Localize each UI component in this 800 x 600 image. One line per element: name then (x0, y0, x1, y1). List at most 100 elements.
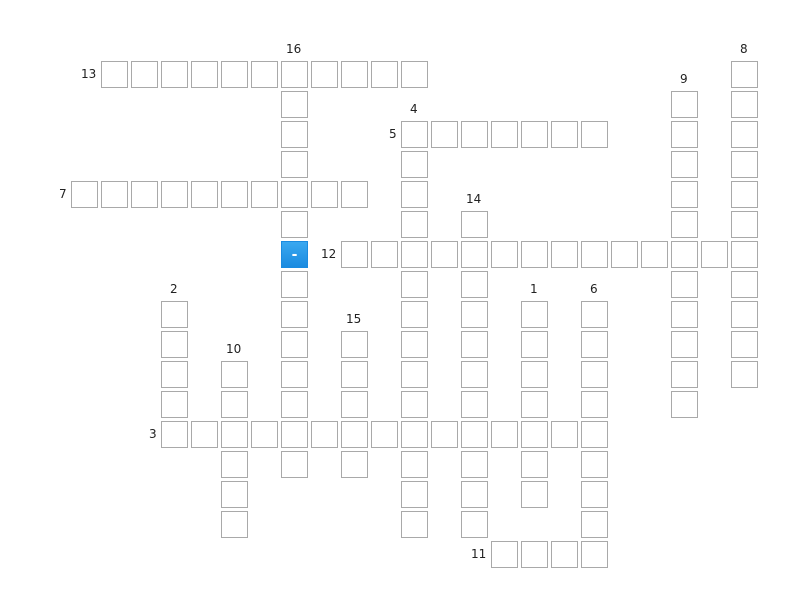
crossword-cell[interactable] (491, 421, 518, 448)
crossword-cell[interactable] (431, 121, 458, 148)
crossword-cell[interactable] (731, 151, 758, 178)
crossword-cell[interactable] (431, 241, 458, 268)
crossword-cell[interactable] (581, 121, 608, 148)
crossword-cell[interactable] (731, 121, 758, 148)
crossword-cell[interactable] (581, 361, 608, 388)
crossword-cell[interactable] (281, 331, 308, 358)
crossword-cell[interactable] (461, 271, 488, 298)
crossword-cell[interactable] (491, 241, 518, 268)
crossword-cell[interactable] (281, 271, 308, 298)
crossword-cell[interactable] (341, 391, 368, 418)
crossword-cell[interactable] (401, 241, 428, 268)
crossword-cell[interactable] (461, 211, 488, 238)
crossword-cell[interactable] (461, 361, 488, 388)
crossword-cell[interactable] (371, 241, 398, 268)
crossword-cell[interactable] (221, 451, 248, 478)
crossword-cell[interactable] (581, 451, 608, 478)
crossword-cell[interactable] (521, 481, 548, 508)
crossword-cell[interactable] (221, 481, 248, 508)
crossword-cell[interactable] (461, 511, 488, 538)
crossword-cell[interactable] (281, 181, 308, 208)
crossword-cell[interactable] (731, 271, 758, 298)
crossword-cell[interactable] (461, 121, 488, 148)
crossword-cell[interactable] (401, 151, 428, 178)
crossword-cell[interactable] (71, 181, 98, 208)
crossword-cell[interactable] (191, 181, 218, 208)
crossword-cell[interactable] (401, 301, 428, 328)
crossword-cell[interactable] (281, 361, 308, 388)
crossword-cell[interactable] (521, 421, 548, 448)
crossword-cell[interactable] (401, 481, 428, 508)
crossword-cell[interactable] (221, 421, 248, 448)
crossword-cell[interactable] (521, 121, 548, 148)
crossword-cell[interactable] (731, 301, 758, 328)
crossword-cell[interactable] (581, 421, 608, 448)
crossword-cell[interactable] (401, 61, 428, 88)
crossword-cell[interactable] (671, 91, 698, 118)
crossword-cell[interactable] (671, 181, 698, 208)
crossword-cell[interactable] (101, 181, 128, 208)
crossword-cell[interactable] (731, 331, 758, 358)
crossword-cell[interactable] (731, 241, 758, 268)
crossword-cell[interactable] (551, 421, 578, 448)
crossword-cell[interactable] (671, 121, 698, 148)
crossword-cell[interactable] (311, 61, 338, 88)
crossword-cell[interactable] (251, 421, 278, 448)
crossword-cell[interactable] (341, 361, 368, 388)
crossword-cell[interactable] (311, 181, 338, 208)
crossword-cell[interactable] (341, 61, 368, 88)
crossword-cell[interactable] (521, 361, 548, 388)
crossword-cell[interactable] (671, 151, 698, 178)
crossword-cell[interactable] (731, 91, 758, 118)
crossword-cell[interactable] (581, 331, 608, 358)
crossword-cell[interactable] (551, 541, 578, 568)
crossword-cell[interactable] (221, 361, 248, 388)
crossword-cell[interactable] (521, 301, 548, 328)
crossword-cell[interactable] (671, 361, 698, 388)
crossword-cell[interactable] (281, 421, 308, 448)
crossword-cell[interactable] (731, 211, 758, 238)
crossword-cell[interactable] (671, 301, 698, 328)
crossword-cell[interactable] (581, 481, 608, 508)
crossword-cell[interactable] (641, 241, 668, 268)
crossword-cell[interactable] (461, 391, 488, 418)
crossword-cell[interactable] (341, 451, 368, 478)
crossword-cell[interactable] (131, 181, 158, 208)
crossword-cell[interactable] (161, 61, 188, 88)
crossword-cell[interactable] (341, 181, 368, 208)
crossword-cell[interactable] (461, 241, 488, 268)
crossword-cell[interactable] (581, 241, 608, 268)
crossword-cell[interactable] (221, 391, 248, 418)
crossword-cell[interactable] (401, 211, 428, 238)
crossword-cell[interactable] (281, 61, 308, 88)
crossword-cell[interactable] (401, 391, 428, 418)
crossword-cell[interactable] (191, 421, 218, 448)
crossword-cell[interactable] (341, 421, 368, 448)
crossword-cell[interactable] (671, 241, 698, 268)
crossword-cell[interactable] (461, 481, 488, 508)
crossword-cell-active[interactable]: - (281, 241, 308, 268)
crossword-cell[interactable] (671, 211, 698, 238)
crossword-cell[interactable] (311, 421, 338, 448)
crossword-cell[interactable] (521, 391, 548, 418)
crossword-cell[interactable] (281, 151, 308, 178)
crossword-cell[interactable] (581, 511, 608, 538)
crossword-cell[interactable] (551, 121, 578, 148)
crossword-cell[interactable] (461, 301, 488, 328)
crossword-cell[interactable] (581, 541, 608, 568)
crossword-cell[interactable] (671, 271, 698, 298)
crossword-cell[interactable] (281, 451, 308, 478)
crossword-cell[interactable] (551, 241, 578, 268)
crossword-cell[interactable] (281, 91, 308, 118)
crossword-cell[interactable] (191, 61, 218, 88)
crossword-cell[interactable] (521, 541, 548, 568)
crossword-cell[interactable] (671, 331, 698, 358)
crossword-cell[interactable] (281, 121, 308, 148)
crossword-cell[interactable] (491, 541, 518, 568)
crossword-cell[interactable] (251, 181, 278, 208)
crossword-cell[interactable] (161, 301, 188, 328)
crossword-cell[interactable] (341, 241, 368, 268)
crossword-cell[interactable] (401, 451, 428, 478)
crossword-cell[interactable] (521, 241, 548, 268)
crossword-cell[interactable] (161, 331, 188, 358)
